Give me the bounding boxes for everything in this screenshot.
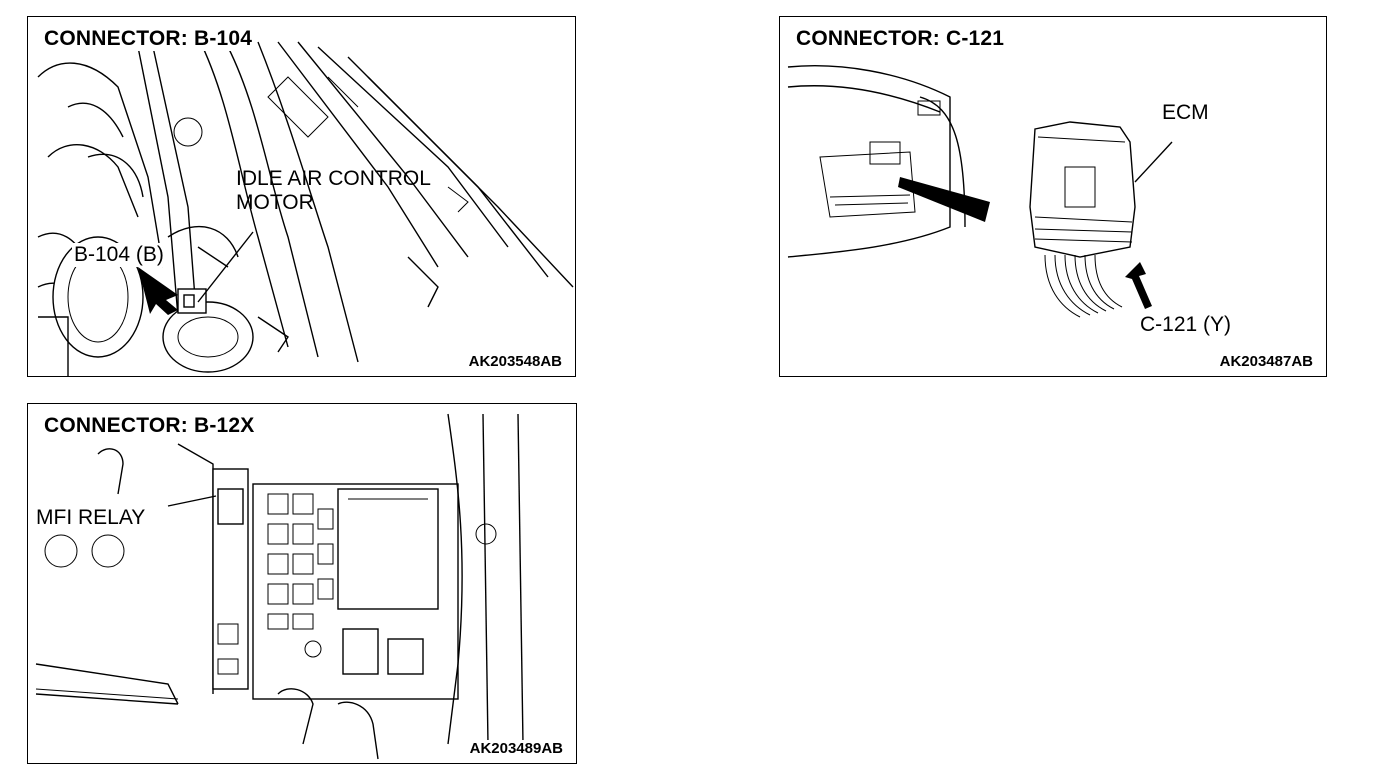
component-label: IDLE AIR CONTROL MOTOR	[236, 167, 431, 214]
component-label: ECM	[1160, 101, 1211, 125]
panel-title: CONNECTOR: B-12X	[40, 414, 259, 438]
panel-connector-c121: CONNECTOR: C-121 ECM C-121 (Y) AK203487A…	[779, 16, 1327, 377]
figure-code: AK203489AB	[466, 740, 566, 757]
panel-title: CONNECTOR: C-121	[792, 27, 1009, 51]
ecm-location-illustration	[787, 65, 1173, 318]
panel-connector-b104: CONNECTOR: B-104 IDLE AIR CONTROL MOTOR …	[27, 16, 576, 377]
panel-title: CONNECTOR: B-104	[40, 27, 257, 51]
panel-connector-b12x: CONNECTOR: B-12X MFI RELAY AK203489AB	[27, 403, 577, 764]
connector-label: C-121 (Y)	[1138, 313, 1234, 337]
engine-bay-illustration	[37, 36, 574, 376]
connector-label: B-104 (B)	[72, 243, 166, 267]
relay-box-illustration	[35, 413, 524, 760]
component-label: MFI RELAY	[34, 506, 148, 530]
figure-code: AK203548AB	[465, 353, 565, 370]
figure-code: AK203487AB	[1216, 353, 1316, 370]
